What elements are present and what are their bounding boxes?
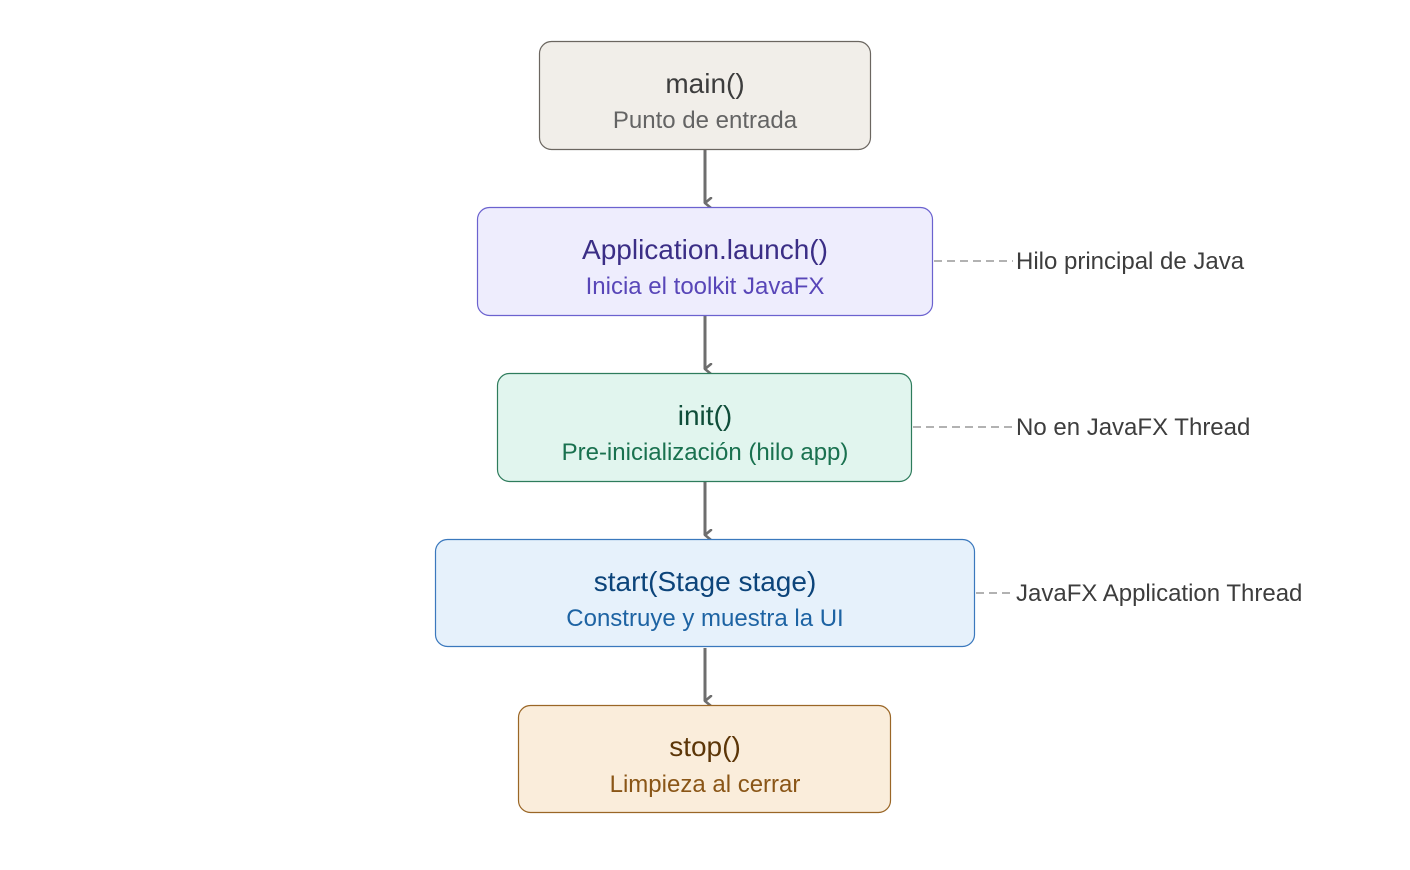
node-stop: stop() Limpieza al cerrar bbox=[517, 704, 892, 814]
node-stop-title: stop() bbox=[669, 731, 741, 762]
node-stop-subtitle: Limpieza al cerrar bbox=[610, 771, 801, 798]
node-init-subtitle: Pre-inicialización (hilo app) bbox=[562, 439, 849, 466]
node-launch-box bbox=[476, 206, 934, 317]
node-init-title: init() bbox=[678, 400, 732, 431]
annotation-launch-label: Hilo principal de Java bbox=[1016, 248, 1245, 275]
node-init: init() Pre-inicialización (hilo app) bbox=[496, 372, 913, 483]
thread-annotations: Hilo principal de Java No en JavaFX Thre… bbox=[913, 248, 1302, 607]
node-start-box bbox=[434, 538, 976, 648]
node-main-subtitle: Punto de entrada bbox=[613, 107, 798, 134]
node-launch: Application.launch() Inicia el toolkit J… bbox=[476, 206, 934, 317]
annotation-init-label: No en JavaFX Thread bbox=[1016, 414, 1250, 441]
node-stop-box bbox=[517, 704, 892, 814]
node-main-box bbox=[538, 40, 872, 151]
node-main-title: main() bbox=[665, 68, 744, 99]
annotation-start-label: JavaFX Application Thread bbox=[1016, 580, 1302, 607]
node-launch-subtitle: Inicia el toolkit JavaFX bbox=[586, 273, 825, 300]
node-start-title: start(Stage stage) bbox=[594, 566, 817, 597]
node-init-box bbox=[496, 372, 913, 483]
node-launch-title: Application.launch() bbox=[582, 234, 828, 265]
node-start-subtitle: Construye y muestra la UI bbox=[566, 605, 843, 632]
node-start: start(Stage stage) Construye y muestra l… bbox=[434, 538, 976, 648]
node-main: main() Punto de entrada bbox=[538, 40, 872, 151]
